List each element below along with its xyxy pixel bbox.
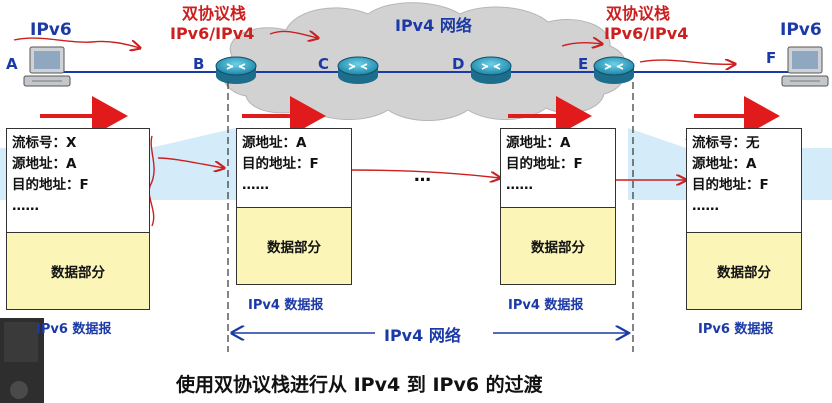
caption-ipv4-first: IPv4 数据报	[248, 298, 324, 313]
node-label-e: E	[578, 55, 589, 73]
diagram-title: 使用双协议栈进行从 IPv4 到 IPv6 的过渡	[176, 374, 543, 396]
packet-ipv4-last-header: 源地址：A 目的地址：F ……	[501, 129, 615, 196]
packet-field-ellipsis: ……	[506, 177, 533, 193]
annotation-arrow-to-p2	[157, 157, 224, 168]
annotation-arrow-p2-p3	[351, 169, 500, 178]
packet-ipv4-first-header: 源地址：A 目的地址：F ……	[237, 129, 351, 196]
packet-ipv6-destination-header: 流标号：无 源地址：A 目的地址：F ……	[687, 129, 801, 217]
node-label-d: D	[452, 55, 465, 73]
annotation-arrow-host-right	[639, 60, 735, 64]
packet-data-section: 数据部分	[687, 232, 801, 309]
packet-field-source: 源地址：A	[12, 156, 77, 172]
packet-data-section: 数据部分	[7, 232, 149, 309]
computer-f-icon	[781, 46, 829, 87]
node-label-f: F	[766, 49, 777, 67]
host-label-right: IPv6	[780, 20, 822, 40]
ellipsis-between-packets: …	[414, 166, 431, 186]
host-label-left: IPv6	[30, 20, 72, 40]
dual-stack-right-line2: IPv6/IPv4	[604, 24, 689, 43]
packet-ipv6-source-header: 流标号：X 源地址：A 目的地址：F ……	[7, 129, 149, 217]
ipv4-network-span-label: IPv4 网络	[384, 326, 461, 345]
packet-field-destination: 目的地址：F	[506, 156, 583, 172]
packet-field-flow-label: 流标号：X	[12, 135, 77, 151]
router-e-icon	[593, 56, 635, 84]
packet-field-destination: 目的地址：F	[242, 156, 319, 172]
node-label-b: B	[193, 55, 205, 73]
packet-data-section: 数据部分	[237, 207, 351, 284]
dual-stack-left-line2: IPv6/IPv4	[170, 24, 255, 43]
router-b-icon	[215, 56, 257, 84]
packet-field-flow-label: 流标号：无	[692, 135, 760, 151]
packet-field-source: 源地址：A	[242, 135, 307, 151]
computer-a-icon	[23, 46, 71, 87]
packet-field-source: 源地址：A	[506, 135, 571, 151]
packet-field-destination: 目的地址：F	[692, 177, 769, 193]
packet-ipv4-last: 源地址：A 目的地址：F …… 数据部分	[500, 128, 616, 285]
dual-stack-label-left: 双协议栈 IPv6/IPv4	[170, 4, 254, 44]
packet-ipv6-source: 流标号：X 源地址：A 目的地址：F …… 数据部分	[6, 128, 150, 310]
router-d-icon	[470, 56, 512, 84]
caption-ipv4-last: IPv4 数据报	[508, 298, 584, 313]
annotation-arrow-top-right	[561, 43, 602, 46]
webcam-overlay	[0, 318, 44, 403]
caption-ipv6-source: IPv6 数据报	[36, 322, 112, 337]
packet-field-ellipsis: ……	[12, 198, 39, 214]
cloud-title: IPv4 网络	[395, 16, 472, 35]
node-label-a: A	[6, 55, 18, 73]
packet-ipv6-destination: 流标号：无 源地址：A 目的地址：F …… 数据部分	[686, 128, 802, 310]
packet-field-destination: 目的地址：F	[12, 177, 89, 193]
annotation-arrow-host-left	[13, 37, 140, 48]
router-c-icon	[337, 56, 379, 84]
annotation-bracket-left	[148, 135, 155, 227]
packet-field-ellipsis: ……	[692, 198, 719, 214]
dual-stack-label-right: 双协议栈 IPv6/IPv4	[604, 4, 688, 44]
packet-data-section: 数据部分	[501, 207, 615, 284]
caption-ipv6-destination: IPv6 数据报	[698, 322, 774, 337]
packet-ipv4-first: 源地址：A 目的地址：F …… 数据部分	[236, 128, 352, 285]
packet-field-ellipsis: ……	[242, 177, 269, 193]
dual-stack-left-line1: 双协议栈	[182, 4, 247, 23]
dual-stack-right-line1: 双协议栈	[606, 4, 671, 23]
annotation-arrow-top-left	[269, 31, 318, 38]
packet-field-source: 源地址：A	[692, 156, 757, 172]
node-label-c: C	[318, 55, 330, 73]
